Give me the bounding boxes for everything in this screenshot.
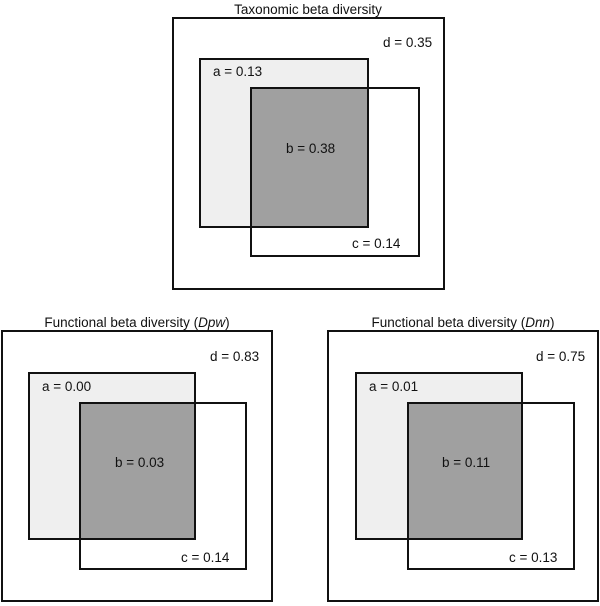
label-b: b = 0.03: [115, 455, 164, 470]
label-d: d = 0.83: [210, 349, 259, 364]
panel-title: Taxonomic beta diversity: [234, 2, 382, 17]
label-a: a = 0.01: [369, 379, 418, 394]
label-c: c = 0.14: [181, 550, 230, 565]
panel-taxonomic: Taxonomic beta diversity d = 0.35 a = 0.…: [172, 2, 445, 290]
outer-frame: [327, 330, 599, 602]
shared-b-region: [408, 403, 522, 539]
panel-title: Functional beta diversity (Dnn): [371, 315, 554, 330]
site-c-box: [79, 402, 247, 570]
label-a: a = 0.00: [42, 379, 91, 394]
label-a: a = 0.13: [213, 64, 262, 79]
panel-title: Functional beta diversity (Dpw): [44, 315, 229, 330]
label-d: d = 0.75: [536, 349, 585, 364]
shared-b-region: [80, 403, 195, 539]
shared-b-region: [251, 88, 368, 227]
label-b: b = 0.38: [286, 141, 335, 156]
label-d: d = 0.35: [383, 35, 432, 50]
outer-frame: [1, 330, 273, 602]
site-c-box: [250, 87, 420, 257]
label-c: c = 0.13: [509, 550, 557, 565]
label-b: b = 0.11: [442, 455, 490, 470]
panel-functional-dnn: Functional beta diversity (Dnn) d = 0.75…: [327, 315, 599, 602]
outer-frame: [172, 17, 445, 290]
label-c: c = 0.14: [352, 236, 401, 251]
panel-functional-dpw: Functional beta diversity (Dpw) d = 0.83…: [1, 315, 273, 602]
site-c-box: [407, 402, 575, 570]
